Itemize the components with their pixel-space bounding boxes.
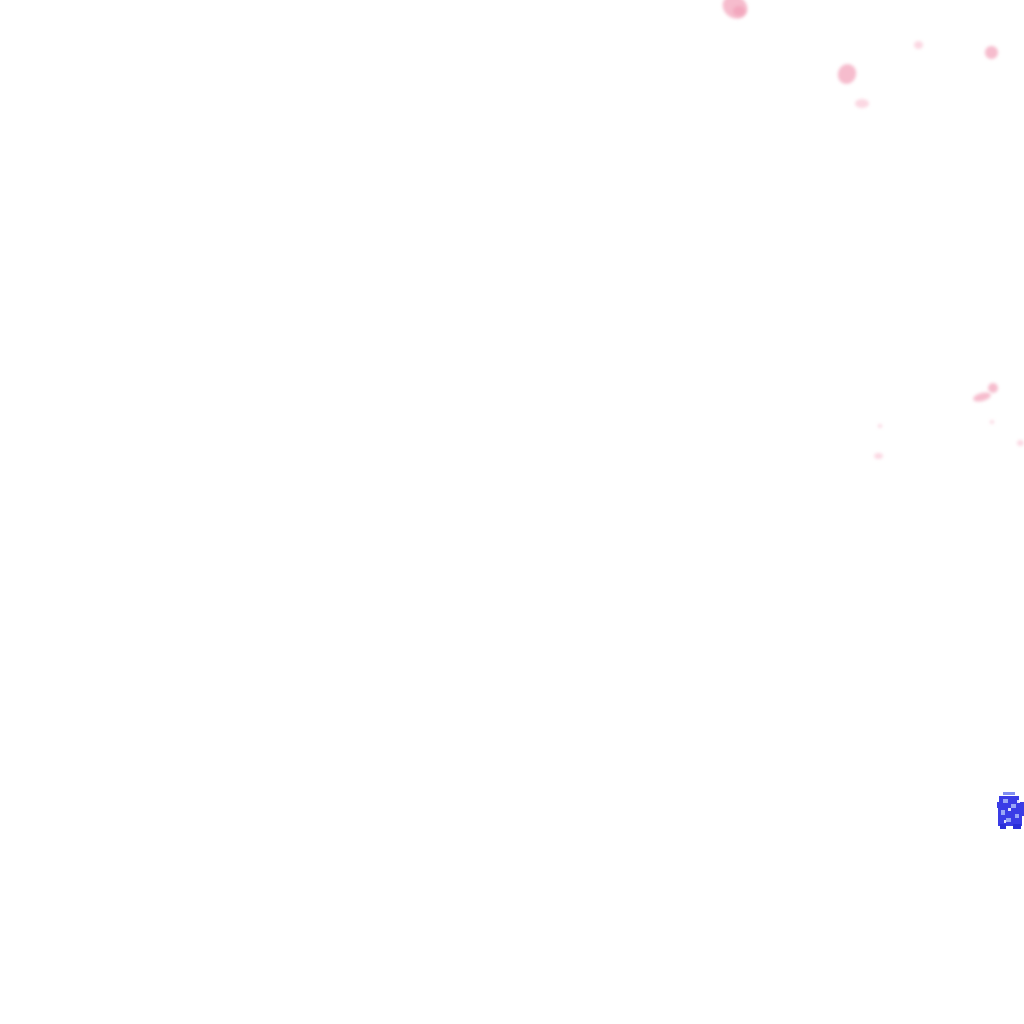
pink-speckle bbox=[835, 61, 859, 87]
pink-speckle bbox=[972, 390, 992, 404]
pink-speckle bbox=[855, 99, 869, 108]
pink-speckle bbox=[985, 46, 998, 59]
pink-speckle bbox=[874, 453, 883, 459]
pink-speckle bbox=[990, 420, 994, 424]
pink-speckle bbox=[1017, 440, 1024, 446]
blue-pixel-blob-icon bbox=[997, 792, 1024, 829]
pink-speckle bbox=[733, 6, 745, 16]
pink-speckle bbox=[914, 41, 923, 49]
pink-speckle bbox=[878, 424, 882, 428]
pink-speckle bbox=[988, 383, 998, 393]
